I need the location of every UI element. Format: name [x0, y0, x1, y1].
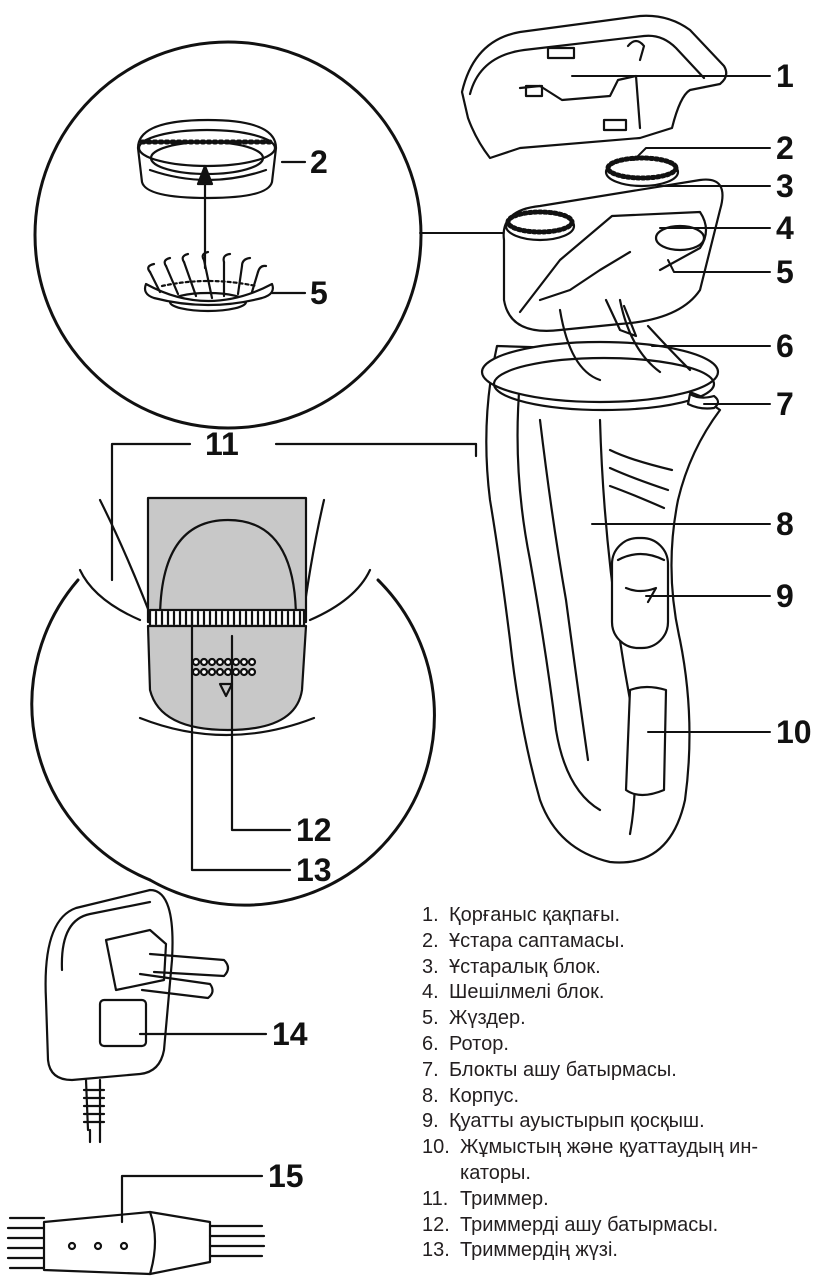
legend-label: Шешілмелі блок. — [449, 980, 604, 1006]
trimmer-inset — [32, 498, 435, 905]
legend-label: Корпус. — [449, 1084, 519, 1110]
cleaning-brush-illustration — [8, 1176, 264, 1274]
legend-item: 13.Триммердің жүзі. — [422, 1238, 816, 1264]
callout-6: 6 — [776, 328, 794, 364]
legend-number: 9. — [422, 1109, 449, 1135]
callout-10: 10 — [776, 714, 812, 750]
legend-label: Ұстаралық блок. — [449, 955, 601, 981]
callout-4: 4 — [776, 210, 794, 246]
legend-label: Қорғаныс қақпағы. — [449, 903, 620, 929]
legend-item: 10.Жұмыстың және қуаттаудың ин- каторы. — [422, 1135, 816, 1187]
trimmer-blade-illustration — [150, 610, 304, 626]
legend-item: 12.Триммерді ашу батырмасы. — [422, 1213, 816, 1239]
callout-11: 11 — [205, 426, 239, 462]
legend-item: 11.Триммер. — [422, 1187, 816, 1213]
legend-number: 3. — [422, 955, 449, 981]
charger-adapter-illustration — [46, 890, 266, 1142]
legend-item: 6.Ротор. — [422, 1032, 816, 1058]
legend-number: 5. — [422, 1006, 449, 1032]
legend-number: 11. — [422, 1187, 460, 1213]
nozzle-ring-illustration — [138, 120, 276, 198]
callout-7: 7 — [776, 386, 794, 422]
legend-number: 10. — [422, 1135, 460, 1187]
legend-item: 4.Шешілмелі блок. — [422, 980, 816, 1006]
callout-12: 12 — [296, 812, 332, 848]
legend-item: 3.Ұстаралық блок. — [422, 955, 816, 981]
legend-number: 13. — [422, 1238, 460, 1264]
callout-1: 1 — [776, 58, 794, 94]
inset-callout-nozzle: 2 — [310, 144, 328, 180]
legend-item: 1.Қорғаныс қақпағы. — [422, 903, 816, 929]
callout-14: 14 — [272, 1016, 308, 1052]
legend-label: Ұстара саптамасы. — [449, 929, 625, 955]
legend-number: 8. — [422, 1084, 449, 1110]
legend-item: 5.Жүздер. — [422, 1006, 816, 1032]
legend-label: Блокты ашу батырмасы. — [449, 1058, 677, 1084]
shaver-body-illustration — [482, 342, 720, 862]
legend-number: 6. — [422, 1032, 449, 1058]
legend-number: 2. — [422, 929, 449, 955]
legend-label: Триммердің жүзі. — [460, 1238, 618, 1264]
legend-number: 1. — [422, 903, 449, 929]
callout-8: 8 — [776, 506, 794, 542]
nozzle-inset — [35, 42, 421, 428]
callout-13: 13 — [296, 852, 332, 888]
callout-5: 5 — [776, 254, 794, 290]
legend-number: 7. — [422, 1058, 449, 1084]
legend-label: Триммер. — [460, 1187, 549, 1213]
legend-number: 12. — [422, 1213, 460, 1239]
legend-item: 2.Ұстара саптамасы. — [422, 929, 816, 955]
callout-2: 2 — [776, 130, 794, 166]
parts-legend: 1.Қорғаныс қақпағы. 2.Ұстара саптамасы. … — [422, 903, 816, 1277]
legend-label: Жұмыстың және қуаттаудың ин- каторы. — [460, 1135, 758, 1187]
blades-illustration — [145, 252, 273, 311]
legend-label: Ротор. — [449, 1032, 509, 1058]
legend-item: 7.Блокты ашу батырмасы. — [422, 1058, 816, 1084]
legend-label: Жүздер. — [449, 1006, 526, 1032]
legend-item: 9.Қуатты ауыстырып қосқыш. — [422, 1109, 816, 1135]
callout-9: 9 — [776, 578, 794, 614]
legend-label: Қуатты ауыстырып қосқыш. — [449, 1109, 705, 1135]
inset-callout-blades: 5 — [310, 275, 328, 311]
callout-15: 15 — [268, 1158, 304, 1194]
legend-label: Триммерді ашу батырмасы. — [460, 1213, 718, 1239]
callout-3: 3 — [776, 168, 794, 204]
legend-number: 4. — [422, 980, 449, 1006]
protective-cap-illustration — [462, 16, 726, 158]
legend-item: 8.Корпус. — [422, 1084, 816, 1110]
